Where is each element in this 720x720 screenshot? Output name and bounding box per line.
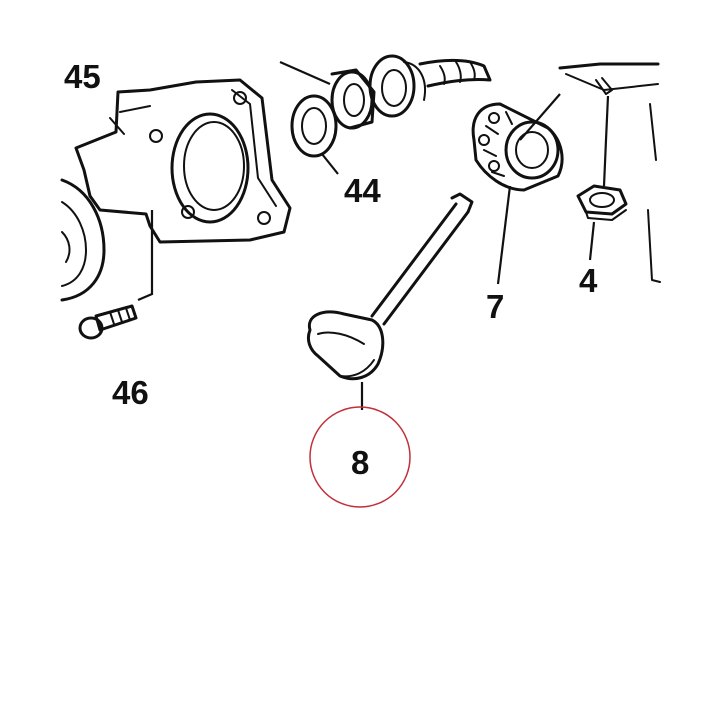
callout-8: 8: [351, 444, 369, 481]
flange-housing-part-45: [74, 78, 292, 244]
housing-fragment: [558, 62, 661, 283]
bearing-part-7: [471, 93, 564, 285]
callout-45: 45: [64, 58, 101, 95]
valve-part-8: [306, 192, 474, 410]
highlight-circle: [309, 406, 411, 508]
bolt-part-46: [78, 210, 154, 340]
seal-disc: [60, 178, 106, 302]
callout-46: 46: [112, 374, 149, 411]
callout-44: 44: [344, 172, 381, 209]
callout-7: 7: [486, 288, 504, 325]
nut-part-4: [576, 184, 628, 261]
callout-4: 4: [579, 262, 598, 299]
seal-stack-part-44: [279, 54, 492, 175]
